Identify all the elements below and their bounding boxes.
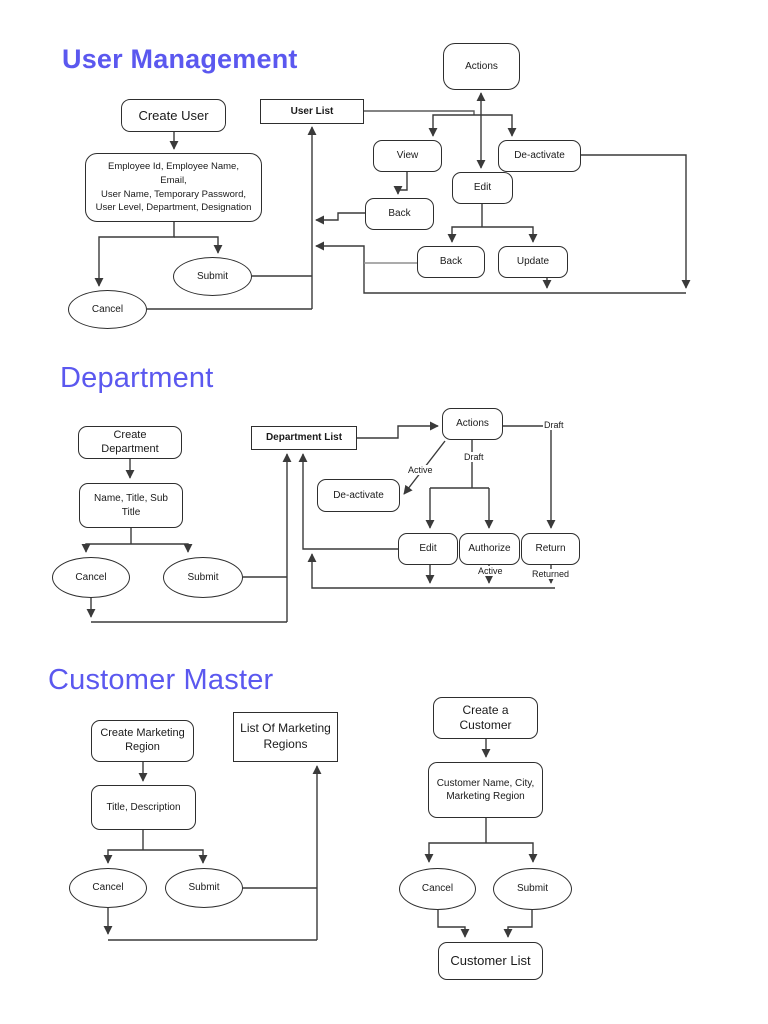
cm-node-customer-fields: Customer Name, City, Marketing Region [428,762,543,818]
um-node-actions: Actions [443,43,520,90]
um-node-edit: Edit [452,172,513,204]
um-node-create-user: Create User [121,99,226,132]
dept-label-returned-below: Returned [531,569,571,579]
dept-label-draft-right: Draft [543,420,565,430]
dept-node-edit: Edit [398,533,458,565]
dept-section-title: Department [60,362,214,394]
cm-section-title: Customer Master [48,664,274,696]
dept-node-create-department: Create Department [78,426,182,459]
um-connectors [94,92,691,310]
cm-node-customer-list: Customer List [438,942,543,980]
um-section-title: User Management [62,44,298,74]
um-node-cancel: Cancel [68,290,147,329]
um-node-back-from-edit: Back [417,246,485,278]
cm-connectors [103,739,538,941]
dept-connectors [81,421,556,623]
cm-node-submit-region: Submit [165,868,243,908]
dept-label-active-below: Active [477,566,504,576]
cm-node-title-description: Title, Description [91,785,196,830]
um-node-update: Update [498,246,568,278]
dept-label-active-diagonal: Active [407,465,434,475]
dept-node-authorize: Authorize [459,533,520,565]
dept-label-draft-down: Draft [463,452,485,462]
cm-node-create-marketing-region: Create Marketing Region [91,720,194,762]
dept-node-fields: Name, Title, Sub Title [79,483,183,528]
dept-node-deactivate: De-activate [317,479,400,512]
um-node-submit: Submit [173,257,252,296]
um-node-back-from-view: Back [365,198,434,230]
um-node-user-list: User List [260,99,364,124]
dept-node-cancel: Cancel [52,557,130,598]
cm-node-submit-customer: Submit [493,868,572,910]
dept-node-actions: Actions [442,408,503,440]
cm-node-create-a-customer: Create a Customer [433,697,538,739]
um-node-user-fields: Employee Id, Employee Name, Email, User … [85,153,262,222]
cm-node-list-of-marketing-regions: List Of Marketing Regions [233,712,338,762]
dept-node-return: Return [521,533,580,565]
dept-node-submit: Submit [163,557,243,598]
dept-node-department-list: Department List [251,426,357,450]
cm-node-cancel-region: Cancel [69,868,147,908]
um-node-view: View [373,140,442,172]
cm-node-cancel-customer: Cancel [399,868,476,910]
um-node-deactivate: De-activate [498,140,581,172]
